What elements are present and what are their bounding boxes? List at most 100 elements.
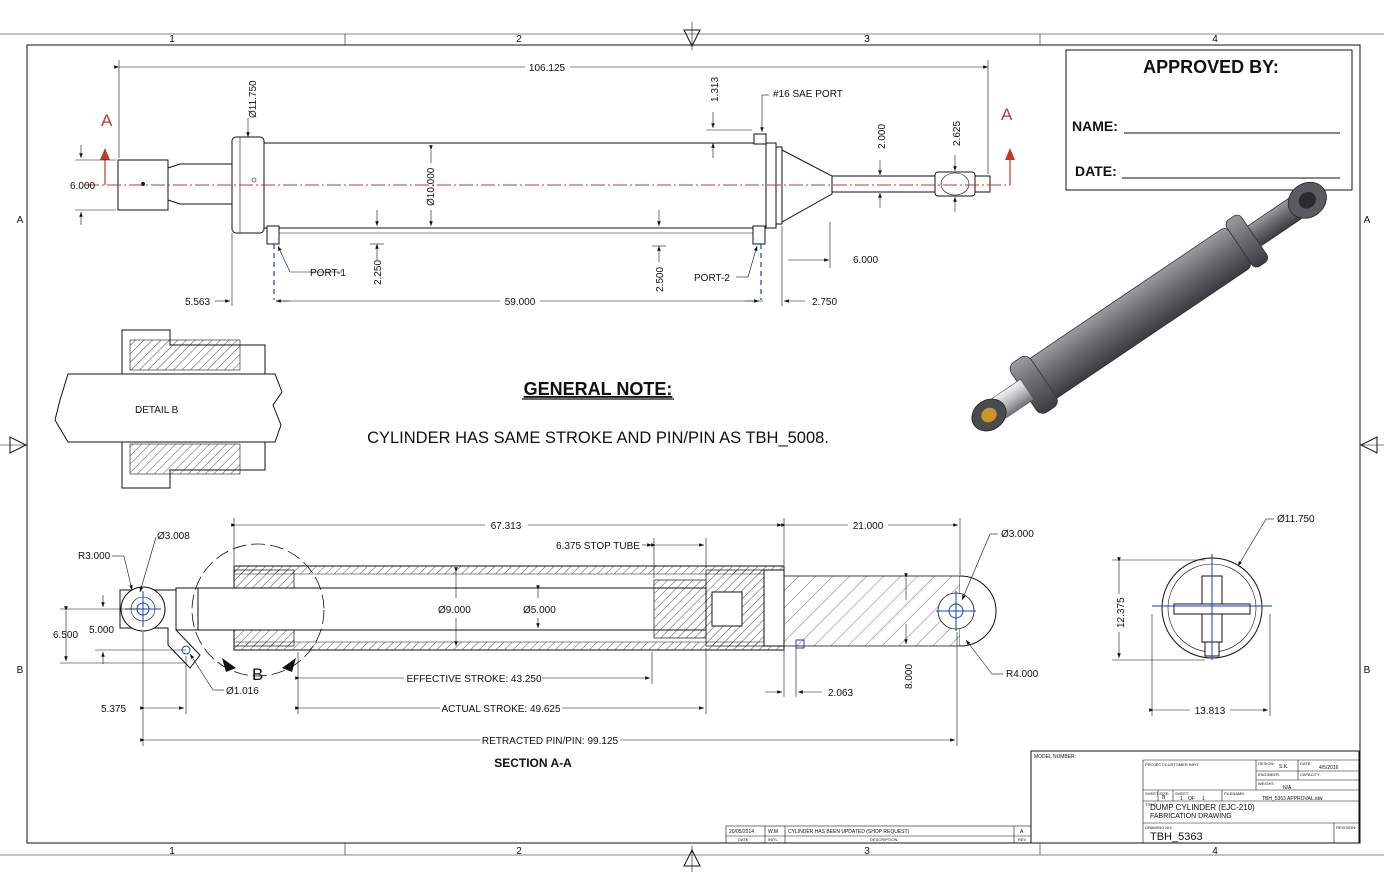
end-view-width: 13.813 xyxy=(1195,706,1226,717)
tb-engineer-label: ENGINEER: xyxy=(1258,772,1280,777)
tb-model-number: MODEL NUMBER: xyxy=(1034,754,1076,760)
dim-dia-1016: Ø1.016 xyxy=(226,686,259,697)
stop-tube-label: 6.375 STOP TUBE xyxy=(556,541,640,552)
tb-size: B xyxy=(1162,795,1166,801)
dim-6500: 6.500 xyxy=(53,630,78,641)
rev-col-rev: REV xyxy=(1018,837,1027,842)
tb-weight: N/A xyxy=(1283,785,1292,791)
dim-head-dia: Ø11.750 xyxy=(248,80,259,118)
tb-title-1: DUMP CYLINDER (EJC-210) xyxy=(1150,803,1255,812)
tb-title-2: FABRICATION DRAWING xyxy=(1150,813,1232,820)
dim-gland-length: 2.750 xyxy=(812,297,837,308)
sheet-border: 1 2 3 4 1 2 3 4 A B A B xyxy=(0,22,1384,872)
rev-col-init: INITL xyxy=(768,837,779,842)
sae-port-label: #16 SAE PORT xyxy=(773,89,843,100)
rev-col-date: DATE xyxy=(738,837,749,842)
note-heading: GENERAL NOTE: xyxy=(524,379,673,399)
dim-5000: 5.000 xyxy=(89,625,114,636)
end-view-height: 12.375 xyxy=(1116,597,1127,628)
dim-dia-9: Ø9.000 xyxy=(438,605,471,616)
zone-col-2-bottom: 2 xyxy=(516,846,522,857)
zone-col-4: 4 xyxy=(1212,34,1218,45)
dim-8000: 8.000 xyxy=(904,664,915,689)
zone-col-3: 3 xyxy=(864,34,870,45)
tb-of: OF xyxy=(1188,796,1195,802)
tb-project: PROJECT/CUSTOMER INFO: xyxy=(1145,762,1199,767)
rev-date: 20/05/2014 xyxy=(729,829,754,835)
tb-sheet: 1 xyxy=(1180,796,1183,802)
tb-revision-label: REVISION: xyxy=(1336,825,1356,830)
zone-row-a: A xyxy=(17,215,24,226)
approval-date-label: DATE: xyxy=(1075,163,1117,179)
end-view: Ø11.750 12.375 13.813 xyxy=(1112,514,1315,717)
dim-r3: R3.000 xyxy=(78,551,111,562)
port-2-label: PORT-2 xyxy=(694,273,730,284)
dim-port2-height: 2.500 xyxy=(655,267,666,292)
tb-sheet-label: SHEET: xyxy=(1175,791,1189,796)
isometric-view xyxy=(971,181,1327,432)
dim-left-height: 6.000 xyxy=(70,181,95,192)
rev-description: CYLINDER HAS BEEN UPDATED (SHOP REQUEST) xyxy=(788,829,910,835)
revision-row xyxy=(725,825,1032,844)
tb-filename-label: FILENAME: xyxy=(1224,791,1245,796)
zone-row-a-right: A xyxy=(1364,215,1371,226)
tb-design: S.K. xyxy=(1279,764,1288,770)
dim-eye-height: 2.625 xyxy=(952,121,963,146)
section-aa-view: B 67.313 21.000 6.375 STOP TUBE Ø3.008 R… xyxy=(53,518,1039,770)
tb-drawing-label: DRAWING NO: xyxy=(1145,825,1172,830)
zone-row-b-right: B xyxy=(1364,665,1371,676)
dim-left-offset: 5.563 xyxy=(185,297,210,308)
tb-date-label: DATE: xyxy=(1300,761,1311,766)
detail-b-label: DETAIL B xyxy=(135,405,179,416)
dim-2063: 2.063 xyxy=(828,688,853,699)
detail-b-view: DETAIL B xyxy=(54,329,283,489)
dim-port1-height: 2.250 xyxy=(373,260,384,285)
end-view-dia: Ø11.750 xyxy=(1277,514,1315,525)
section-title: SECTION A-A xyxy=(494,756,572,770)
tb-design-label: DESIGN: xyxy=(1258,761,1274,766)
general-note: GENERAL NOTE: CYLINDER HAS SAME STROKE A… xyxy=(367,379,829,447)
dim-21: 21.000 xyxy=(853,521,884,532)
rev-initials: W.M xyxy=(768,829,778,835)
dim-dia-5: Ø5.000 xyxy=(523,605,556,616)
dim-overall-length: 106.125 xyxy=(529,63,566,74)
detail-b-mark: B xyxy=(252,665,263,684)
retracted-pin-pin: RETRACTED PIN/PIN: 99.125 xyxy=(482,736,619,747)
zone-col-1: 1 xyxy=(169,34,175,45)
tb-drawing-no: TBH_5363 xyxy=(1150,831,1203,843)
dim-port-offset: 1.313 xyxy=(710,77,721,102)
zone-col-3-bottom: 3 xyxy=(864,846,870,857)
detail-b-circle xyxy=(191,543,325,677)
tb-date: 4/5/2016 xyxy=(1319,765,1339,771)
top-view: A A 106.125 Ø11.750 Ø10.000 1.313 #16 SA… xyxy=(70,60,1015,308)
approval-box: APPROVED BY: NAME: DATE: xyxy=(1065,49,1353,191)
dim-67: 67.313 xyxy=(491,521,522,532)
note-text: CYLINDER HAS SAME STROKE AND PIN/PIN AS … xyxy=(367,429,829,447)
zone-col-4-bottom: 4 xyxy=(1212,846,1218,857)
zone-row-b: B xyxy=(17,665,24,676)
effective-stroke: EFFECTIVE STROKE: 43.250 xyxy=(406,674,541,685)
section-mark-right: A xyxy=(1001,105,1013,124)
tb-weight-label: WEIGHT: xyxy=(1258,781,1275,786)
dim-r4: R4.000 xyxy=(1006,669,1039,680)
rev-letter: A xyxy=(1020,829,1024,835)
approval-name-label: NAME: xyxy=(1072,118,1118,134)
tb-title-label: TITLE: xyxy=(1145,802,1157,807)
dim-port-spacing: 59.000 xyxy=(505,297,536,308)
title-block: MODEL NUMBER: PROJECT/CUSTOMER INFO: DES… xyxy=(725,750,1360,844)
tb-size-label: SHEET SIZE: xyxy=(1145,791,1169,796)
tb-filename: TBH_5363 APPROVAL.idw xyxy=(1262,796,1323,802)
dim-right-offset: 6.000 xyxy=(853,255,878,266)
tb-capacity-label: CAPACITY: xyxy=(1300,772,1321,777)
tb-sheets: 1 xyxy=(1202,796,1205,802)
actual-stroke: ACTUAL STROKE: 49.625 xyxy=(441,704,561,715)
dim-barrel-dia: Ø10.000 xyxy=(426,167,437,206)
rev-col-desc: DESCRIPTION xyxy=(870,837,897,842)
port-1-label: PORT-1 xyxy=(310,268,346,279)
zone-col-2: 2 xyxy=(516,34,522,45)
approval-title: APPROVED BY: xyxy=(1143,57,1279,77)
zone-col-1-bottom: 1 xyxy=(169,846,175,857)
dim-5375: 5.375 xyxy=(101,704,126,715)
section-mark-left: A xyxy=(101,111,113,130)
